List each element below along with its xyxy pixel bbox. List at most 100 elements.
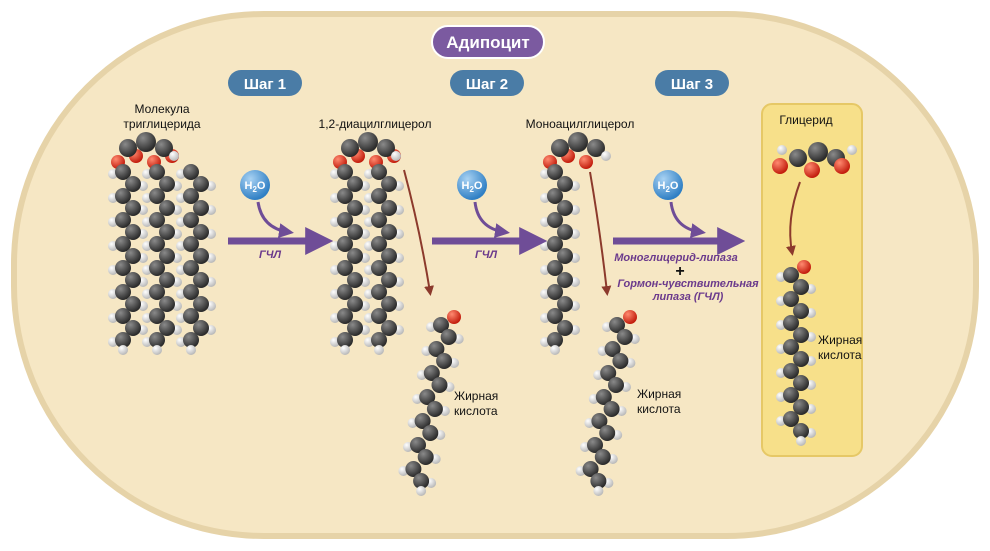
carbon-atom <box>557 176 573 192</box>
oxygen-atom <box>834 158 850 174</box>
carbon-atom <box>557 296 573 312</box>
carbon-atom <box>547 188 563 204</box>
hydrogen-atom <box>340 345 350 355</box>
carbon-atom <box>125 176 141 192</box>
step-1-label: Шаг 1 <box>244 76 286 93</box>
carbon-atom <box>115 212 131 228</box>
enzyme-plus: + <box>675 263 684 280</box>
hydrogen-atom <box>118 345 128 355</box>
carbon-atom <box>371 188 387 204</box>
fatty-acid-1-line1: Жирная <box>454 389 498 403</box>
carbon-atom <box>371 212 387 228</box>
carbon-atom <box>381 248 397 264</box>
water-molecule-3: H2O <box>653 170 683 200</box>
step-2-label: Шаг 2 <box>466 76 508 93</box>
carbon-atom <box>413 473 430 489</box>
step-badge-1: Шаг 1 <box>228 70 302 96</box>
oxygen-atom <box>797 260 811 274</box>
carbon-atom <box>603 401 620 417</box>
carbon-atom <box>547 236 563 252</box>
carbon-atom <box>371 260 387 276</box>
enzyme-step3-b-line1: Гормон-чувствительная <box>617 278 759 290</box>
carbon-atom <box>115 188 131 204</box>
hydrogen-atom <box>391 151 401 161</box>
enzyme-step3-a: Моноглицерид-липаза <box>614 252 738 264</box>
water-molecule-1: H2O <box>240 170 270 200</box>
carbon-atom <box>381 320 397 336</box>
carbon-atom <box>547 308 563 324</box>
carbon-atom <box>587 437 603 453</box>
carbon-atom <box>136 132 156 152</box>
carbon-atom <box>377 139 395 157</box>
carbon-atom <box>159 248 175 264</box>
triglyceride-label-line2: триглицерида <box>123 117 200 131</box>
carbon-atom <box>371 308 387 324</box>
water-arrow-1 <box>256 201 294 239</box>
hydrogen-atom <box>593 486 604 496</box>
carbon-atom <box>808 142 828 162</box>
carbon-atom <box>431 377 448 393</box>
carbon-atom <box>119 139 137 157</box>
hydrogen-atom <box>550 345 560 355</box>
carbon-atom <box>347 296 363 312</box>
carbon-atom <box>193 224 209 240</box>
svg-text:H2O: H2O <box>462 180 483 194</box>
enzyme-step1: ГЧЛ <box>259 249 282 261</box>
carbon-atom <box>371 284 387 300</box>
hydrogen-atom <box>777 145 787 155</box>
carbon-atom <box>557 248 573 264</box>
carbon-atom <box>594 449 611 465</box>
hydrogen-atom <box>374 345 384 355</box>
carbon-atom <box>125 320 141 336</box>
carbon-atom <box>115 260 131 276</box>
carbon-atom <box>337 236 353 252</box>
carbon-atom <box>414 413 431 429</box>
oxygen-atom <box>447 310 461 324</box>
branch-arrow-2 <box>589 171 612 296</box>
hydrogen-atom <box>186 345 196 355</box>
carbon-atom <box>159 200 175 216</box>
carbon-atom <box>125 224 141 240</box>
molecule-atoms <box>108 132 857 496</box>
branch-arrow-1 <box>403 169 434 296</box>
hydrogen-atom <box>169 151 179 161</box>
carbon-atom <box>183 332 199 348</box>
carbon-atom <box>193 176 209 192</box>
carbon-atom <box>591 413 608 429</box>
carbon-atom <box>115 236 131 252</box>
carbon-atom <box>155 139 173 157</box>
carbon-atom <box>793 351 809 367</box>
carbon-atom <box>783 411 799 427</box>
carbon-atom <box>149 284 165 300</box>
enzyme-step3-b-line2: липаза (ГЧЛ) <box>652 291 724 303</box>
enzyme-step2: ГЧЛ <box>475 249 498 261</box>
carbon-atom <box>783 291 799 307</box>
carbon-atom <box>149 260 165 276</box>
carbon-atom <box>428 341 445 357</box>
carbon-atom <box>371 164 387 180</box>
carbon-atom <box>149 236 165 252</box>
adipocyte-cell <box>11 11 979 539</box>
carbon-atom <box>125 296 141 312</box>
carbon-atom <box>183 236 199 252</box>
carbon-atom <box>183 284 199 300</box>
carbon-atom <box>557 224 573 240</box>
oxygen-atom <box>623 310 637 324</box>
carbon-atom <box>149 308 165 324</box>
carbon-atom <box>417 449 434 465</box>
carbon-atom <box>547 332 563 348</box>
carbon-atom <box>337 188 353 204</box>
carbon-atom <box>183 164 199 180</box>
carbon-atom <box>793 375 809 391</box>
fatty-acid-2-line2: кислота <box>637 402 681 416</box>
carbon-atom <box>547 212 563 228</box>
fatty-acid-1-line2: кислота <box>454 404 498 418</box>
hydrogen-atom <box>416 486 427 496</box>
step-3-label: Шаг 3 <box>671 76 713 93</box>
carbon-atom <box>419 389 436 405</box>
step-badge-2: Шаг 2 <box>450 70 524 96</box>
carbon-atom <box>608 377 624 393</box>
oxygen-atom <box>579 155 593 169</box>
title-text: Адипоцит <box>446 33 529 52</box>
